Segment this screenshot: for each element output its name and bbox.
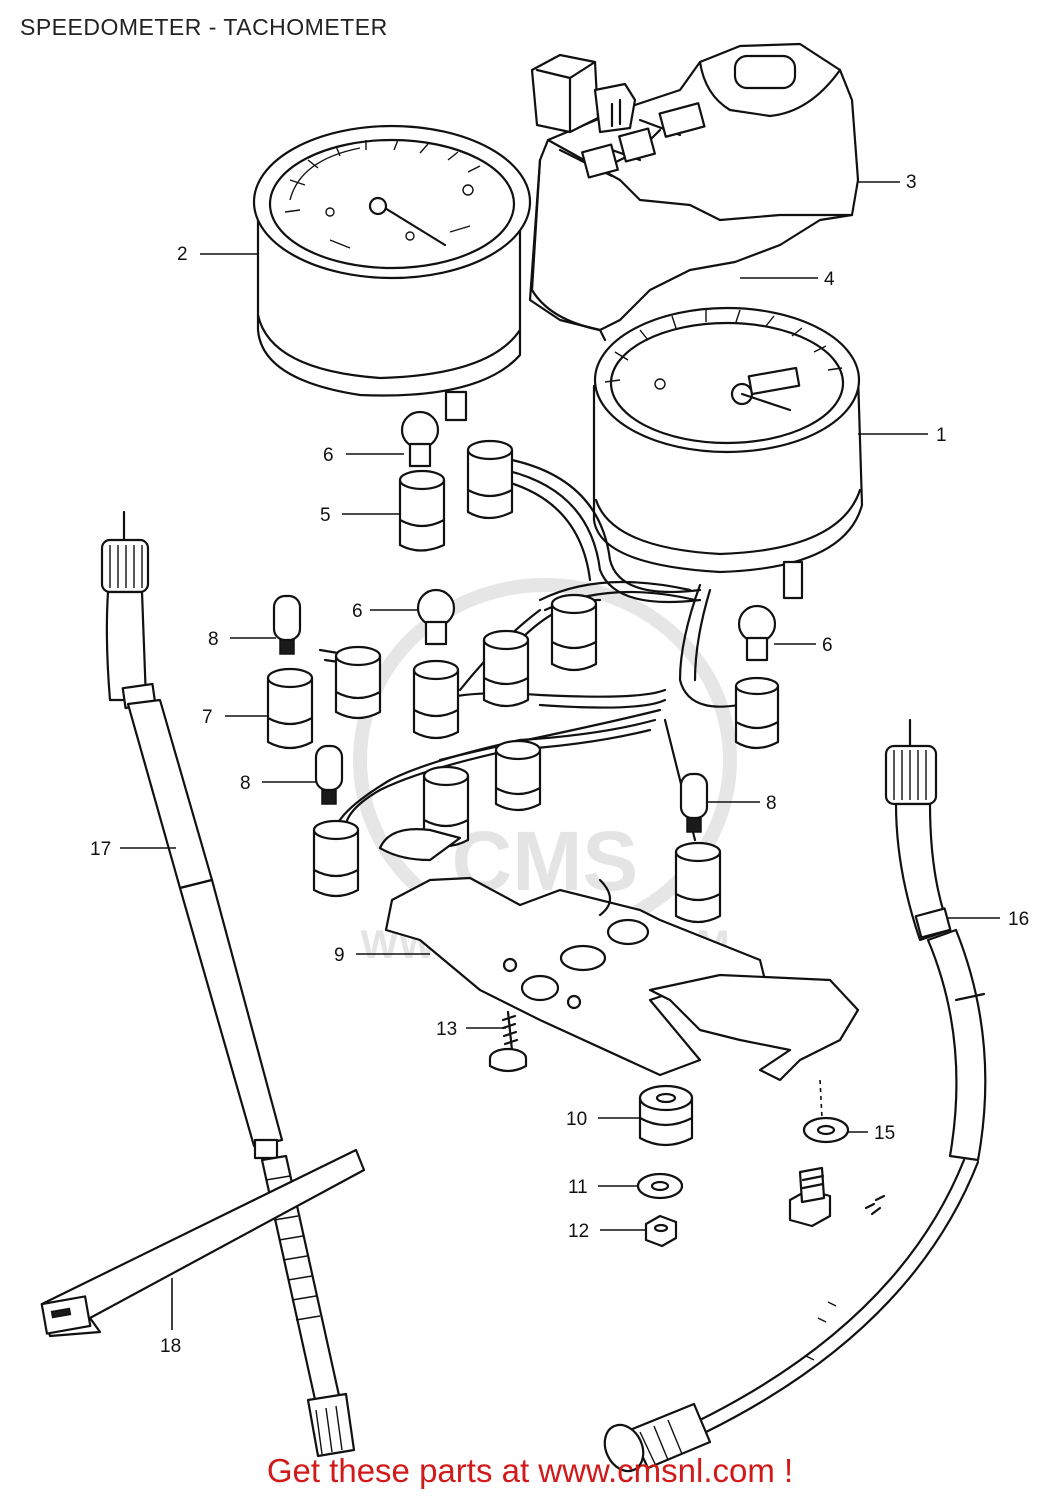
callout-13: 13 — [436, 1019, 457, 1040]
callout-6c: 6 — [822, 635, 833, 656]
socket-4 — [334, 645, 382, 720]
callout-2: 2 — [177, 244, 188, 265]
flat-washer — [802, 1079, 850, 1144]
callout-7: 7 — [202, 707, 213, 728]
wiring-harness — [318, 458, 762, 842]
callout-9: 9 — [334, 945, 345, 966]
callout-6a: 6 — [323, 445, 334, 466]
socket-6 — [482, 629, 530, 708]
socket-9 — [494, 739, 542, 812]
socket-12 — [674, 841, 722, 924]
bulb-6c — [737, 604, 777, 662]
callout-8c: 8 — [766, 793, 777, 814]
callout-3: 3 — [906, 172, 917, 193]
nut — [644, 1214, 678, 1248]
callout-10: 10 — [566, 1109, 587, 1130]
bulbs — [272, 410, 777, 833]
bulb-8c — [679, 772, 709, 833]
connector-plug — [530, 53, 637, 134]
socket-5 — [412, 659, 460, 740]
callout-18: 18 — [160, 1336, 181, 1357]
callout-6b: 6 — [352, 601, 363, 622]
diagram-title: SPEEDOMETER - TACHOMETER — [20, 14, 388, 40]
socket-3 — [266, 667, 314, 750]
base-plate — [378, 828, 860, 1082]
callout-8a: 8 — [208, 629, 219, 650]
bolt — [788, 1166, 886, 1228]
speedometer — [592, 306, 864, 600]
bulb-8a — [272, 594, 302, 655]
grommet — [638, 1084, 694, 1147]
socket-7 — [550, 593, 598, 672]
callout-4: 4 — [824, 269, 835, 290]
screw — [488, 1010, 528, 1073]
callout-11: 11 — [568, 1177, 588, 1198]
leader-lines — [120, 181, 1000, 1330]
footer-link-text[interactable]: Get these parts at www.cmsnl.com ! — [266, 1452, 794, 1489]
callout-16: 16 — [1008, 909, 1029, 930]
callout-5: 5 — [320, 505, 331, 526]
speedometer-cable — [100, 510, 356, 1458]
callout-15: 15 — [874, 1123, 895, 1144]
socket-8 — [734, 676, 780, 750]
socket-1 — [398, 469, 446, 552]
socket-2 — [466, 439, 514, 520]
socket-11 — [312, 819, 360, 898]
cable-strap — [40, 1148, 366, 1338]
fasteners — [488, 1010, 886, 1248]
bulb-6a — [400, 410, 440, 468]
callout-17: 17 — [90, 839, 111, 860]
bulb-sockets — [266, 439, 780, 924]
bulb-6b — [416, 588, 456, 646]
callout-numbers: 1 2 3 4 5 6 6 6 7 8 8 8 9 10 11 12 13 15… — [90, 172, 1029, 1357]
callout-1: 1 — [936, 425, 947, 446]
bulb-8b — [314, 744, 344, 805]
tachometer — [252, 124, 532, 422]
lock-washer — [636, 1172, 684, 1200]
callout-12: 12 — [568, 1221, 589, 1242]
tachometer-cable — [603, 718, 987, 1473]
callout-8b: 8 — [240, 773, 251, 794]
